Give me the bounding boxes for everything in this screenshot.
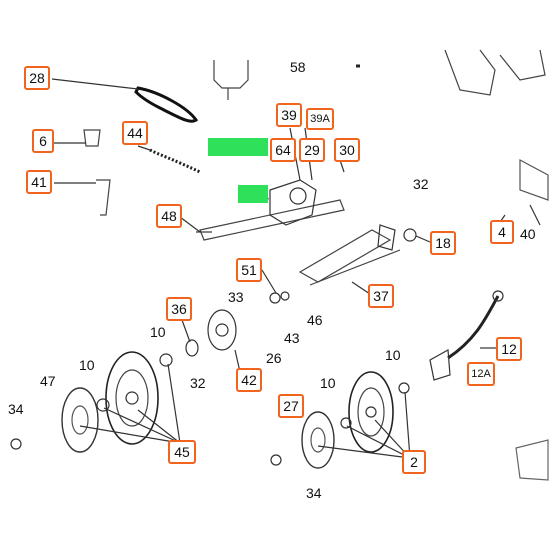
callout-36: 36 bbox=[166, 297, 192, 321]
callout-30: 30 bbox=[334, 138, 360, 162]
callout-44: 44 bbox=[122, 121, 148, 145]
label-10-c: 10 bbox=[385, 347, 401, 363]
label-34-left: 34 bbox=[8, 401, 24, 417]
callout-51: 51 bbox=[236, 258, 262, 282]
callout-28: 28 bbox=[24, 66, 50, 90]
callout-39a: 39A bbox=[306, 108, 334, 130]
callout-18: 18 bbox=[430, 231, 456, 255]
label-43: 43 bbox=[284, 330, 300, 346]
callout-4: 4 bbox=[490, 220, 514, 244]
label-10-d: 10 bbox=[320, 375, 336, 391]
label-26: 26 bbox=[266, 350, 282, 366]
callout-29: 29 bbox=[299, 138, 325, 162]
callout-2: 2 bbox=[402, 450, 426, 474]
label-32-top: 32 bbox=[413, 176, 429, 192]
callout-48: 48 bbox=[156, 204, 182, 228]
highlight-bar-top bbox=[208, 138, 268, 156]
callout-12: 12 bbox=[496, 337, 522, 361]
callout-45: 45 bbox=[168, 440, 196, 464]
label-10-b: 10 bbox=[79, 357, 95, 373]
label-32-mid: 32 bbox=[190, 375, 206, 391]
highlight-bar-bottom bbox=[238, 185, 268, 203]
callout-42: 42 bbox=[236, 368, 262, 392]
label-10-a: 10 bbox=[150, 324, 166, 340]
callout-27: 27 bbox=[278, 394, 304, 418]
label-33: 33 bbox=[228, 289, 244, 305]
label-34-bottom: 34 bbox=[306, 485, 322, 501]
callout-41: 41 bbox=[26, 170, 52, 194]
label-40: 40 bbox=[520, 226, 536, 242]
label-46: 46 bbox=[307, 312, 323, 328]
label-47: 47 bbox=[40, 373, 56, 389]
callout-6: 6 bbox=[32, 129, 54, 153]
label-58: 58 bbox=[290, 59, 306, 75]
callout-37: 37 bbox=[368, 284, 394, 308]
callout-64: 64 bbox=[270, 138, 296, 162]
callout-39: 39 bbox=[276, 103, 302, 127]
callout-12a: 12A bbox=[467, 362, 495, 386]
